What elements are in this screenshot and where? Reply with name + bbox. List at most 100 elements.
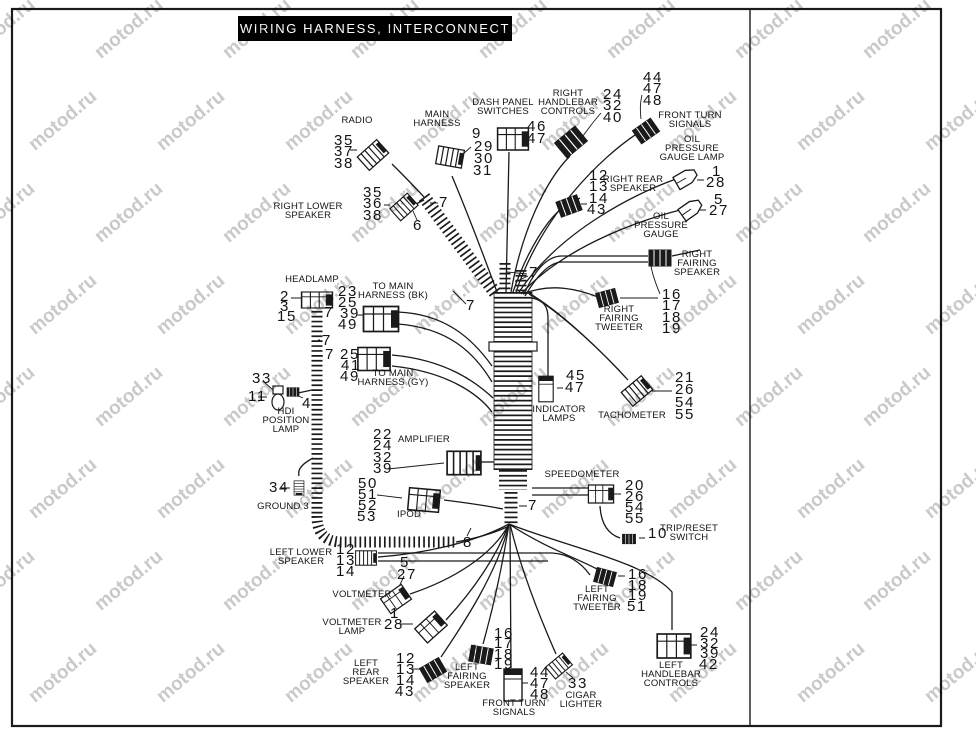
callout-opl-28: 28 bbox=[706, 174, 726, 191]
callout-bk-49: 49 bbox=[338, 316, 358, 333]
callout-tach-26: 26 bbox=[675, 381, 695, 398]
callout-lhc-39: 39 bbox=[700, 645, 720, 662]
to-main-harness-bk-connector bbox=[362, 305, 400, 333]
label-voltmeter: VOLTMETER bbox=[332, 589, 392, 600]
callout-fts-bottom-47: 47 bbox=[530, 675, 550, 692]
callout-lft-18: 18 bbox=[628, 577, 648, 594]
callout-main-harness-9: 9 bbox=[472, 125, 482, 142]
tachometer-connector bbox=[620, 375, 654, 407]
callout-lfs-18: 18 bbox=[494, 646, 514, 663]
callout-bk-39: 39 bbox=[340, 305, 360, 322]
callout-gy-7: 7 bbox=[325, 346, 335, 363]
trunk-outline bbox=[493, 292, 533, 470]
callout-lft-19: 19 bbox=[628, 587, 648, 604]
right-handlebar-controls-connector bbox=[554, 125, 588, 159]
left-rear-speaker-connector bbox=[418, 657, 448, 683]
callout-lrs-12: 12 bbox=[396, 650, 416, 667]
callout-fts-top-48: 48 bbox=[643, 92, 663, 109]
callout-lfs-19: 19 bbox=[494, 656, 514, 673]
callout-rrs-12: 12 bbox=[589, 167, 609, 184]
callout-trunk-8: 8 bbox=[463, 534, 473, 551]
left-handlebar-controls-connector bbox=[656, 633, 692, 659]
callout-speedo-54: 54 bbox=[625, 499, 645, 516]
label-headlamp: HEADLAMP bbox=[285, 274, 339, 285]
callout-dash-panel-47: 47 bbox=[527, 130, 547, 147]
callout-bk-23: 23 bbox=[338, 283, 358, 300]
right-fairing-speaker-connector bbox=[648, 249, 672, 267]
callout-hdi-33: 33 bbox=[252, 370, 272, 387]
callout-fts-top-47: 47 bbox=[643, 80, 663, 97]
callout-vlamp-1: 1 bbox=[390, 605, 400, 622]
callout-fts-bottom-44: 44 bbox=[530, 664, 550, 681]
front-turn-signals-bottom-connector bbox=[503, 668, 523, 702]
callout-opl-1: 1 bbox=[712, 163, 722, 180]
callout-ipod-53: 53 bbox=[357, 508, 377, 525]
callout-lrs-14: 14 bbox=[396, 672, 416, 689]
callout-gy-25: 25 bbox=[340, 346, 360, 363]
callout-radio2-35: 35 bbox=[363, 184, 383, 201]
callout-main-harness-31: 31 bbox=[473, 162, 493, 179]
callout-speedo-26: 26 bbox=[625, 488, 645, 505]
callout-headlamp-2: 2 bbox=[280, 288, 290, 305]
page-title: WIRING HARNESS, INTERCONNECT bbox=[239, 21, 511, 36]
radio-connector bbox=[356, 138, 390, 172]
hdi-position-lamp-socket bbox=[286, 387, 300, 397]
callout-braid-7: 7 bbox=[324, 304, 334, 321]
callout-headlamp-15: 15 bbox=[277, 308, 297, 325]
voltmeter-lamp-connector bbox=[414, 610, 448, 644]
callout-tach-54: 54 bbox=[675, 394, 695, 411]
callout-radio-37: 37 bbox=[334, 143, 354, 160]
callout-opg-5: 5 bbox=[714, 191, 724, 208]
callout-speedo-55: 55 bbox=[625, 510, 645, 527]
speedometer-connector bbox=[587, 484, 615, 504]
callout-trip-10: 10 bbox=[648, 525, 668, 542]
callout-amp-22: 22 bbox=[373, 426, 393, 443]
label-amplifier: AMPLIFIER bbox=[398, 434, 450, 445]
callout-lhc-32: 32 bbox=[700, 635, 720, 652]
callout-main-harness-29: 29 bbox=[474, 138, 494, 155]
callout-rfs-19: 19 bbox=[662, 320, 682, 337]
callout-rrs-43: 43 bbox=[587, 201, 607, 218]
callout-hdi-4: 4 bbox=[302, 395, 312, 412]
callout-cigar-33: 33 bbox=[568, 675, 588, 692]
callout-lls-12: 12 bbox=[336, 541, 356, 558]
callout-opg-27: 27 bbox=[709, 202, 729, 219]
callout-ind-47: 47 bbox=[565, 379, 585, 396]
callout-lls-13: 13 bbox=[336, 552, 356, 569]
callout-fts-top-44: 44 bbox=[643, 69, 663, 86]
callout-lrs-43: 43 bbox=[395, 683, 415, 700]
callout-lft-16: 16 bbox=[628, 566, 648, 583]
callout-vlamp-28: 28 bbox=[384, 616, 404, 633]
callout-braid-7: 7 bbox=[322, 332, 332, 349]
callout-radio2-7: 7 bbox=[439, 194, 449, 211]
callout-lhc-42: 42 bbox=[699, 656, 719, 673]
callout-radio2-6: 6 bbox=[413, 217, 423, 234]
callout-dash-panel-46: 46 bbox=[527, 118, 547, 135]
callout-speedo-20: 20 bbox=[625, 477, 645, 494]
callout-rrs-13: 13 bbox=[589, 178, 609, 195]
callout-ind-45: 45 bbox=[566, 367, 586, 384]
callout-rfs-16: 16 bbox=[662, 286, 682, 303]
callout-bk-25: 25 bbox=[338, 294, 358, 311]
dash-panel-switches-connector bbox=[496, 127, 530, 151]
callout-amp-32: 32 bbox=[373, 449, 393, 466]
callout-trunk-7: 7 bbox=[466, 297, 476, 314]
callout-radio2-36: 36 bbox=[363, 195, 383, 212]
callout-gy-41: 41 bbox=[341, 357, 361, 374]
callout-amp-39: 39 bbox=[373, 460, 393, 477]
